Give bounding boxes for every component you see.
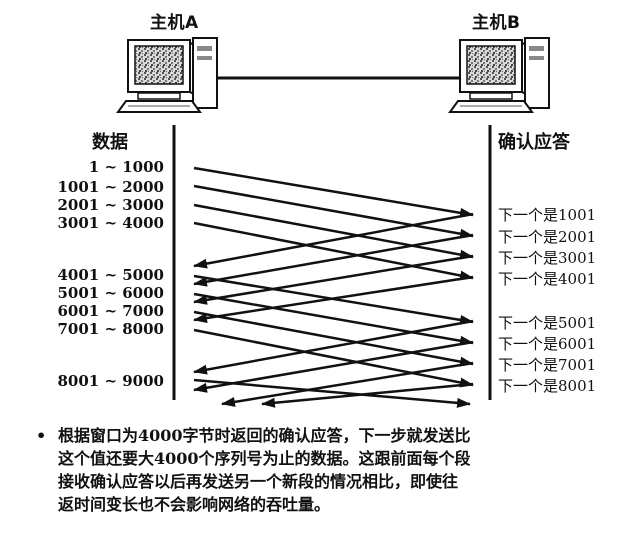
- data-segment-arrow: [193, 184, 474, 239]
- data-segment-arrow: [193, 221, 474, 281]
- ack-label: 下一个是1001: [498, 206, 597, 224]
- host-b-label: 主机B: [472, 13, 521, 33]
- ack-arrow: [193, 254, 474, 305]
- segment-label: 1 ~ 1000: [88, 158, 164, 176]
- data-segment-arrow: [193, 310, 474, 367]
- sliding-window-diagram: 主机A 主机B 数据 确认应答 1 ~ 1000 1001 ~ 2000 200…: [57, 13, 597, 408]
- ack-arrow: [193, 212, 474, 269]
- segment-label: 5001 ~ 6000: [57, 284, 164, 302]
- ack-label: 下一个是5001: [498, 314, 597, 332]
- ack-label: 下一个是3001: [498, 249, 597, 267]
- note-text: 根据窗口为4000字节时返回的确认应答，下一步就发送比 这个值还要大4000个序…: [58, 426, 471, 514]
- data-segment-arrow: [193, 292, 474, 346]
- ack-arrow: [193, 275, 474, 323]
- data-segment-arrow: [193, 378, 471, 408]
- data-column-title: 数据: [92, 132, 128, 153]
- ack-arrow: [193, 233, 474, 287]
- ack-arrows: [193, 212, 474, 408]
- ack-arrow: [221, 361, 474, 407]
- data-segment-arrow: [193, 166, 474, 218]
- ack-column-title: 确认应答: [498, 132, 570, 153]
- segment-label: 8001 ~ 9000: [57, 372, 164, 390]
- ack-label: 下一个是8001: [498, 377, 597, 395]
- explanation-note: • 根据窗口为4000字节时返回的确认应答，下一步就发送比 这个值还要大4000…: [36, 424, 596, 516]
- ack-arrow: [193, 340, 474, 393]
- data-segment-arrow: [193, 328, 474, 388]
- host-a-label: 主机A: [150, 13, 199, 33]
- ack-arrow: [193, 319, 474, 375]
- data-arrows: [193, 166, 474, 408]
- segment-label: 6001 ~ 7000: [57, 302, 164, 320]
- segment-label: 7001 ~ 8000: [57, 320, 164, 338]
- ack-label: 下一个是6001: [498, 335, 597, 353]
- ack-label: 下一个是7001: [498, 356, 597, 374]
- segment-label: 2001 ~ 3000: [57, 196, 164, 214]
- segment-label: 3001 ~ 4000: [57, 214, 164, 232]
- ack-label: 下一个是2001: [498, 228, 597, 246]
- ack-label: 下一个是4001: [498, 270, 597, 288]
- segment-label: 1001 ~ 2000: [57, 178, 164, 196]
- data-segment-arrow: [193, 203, 474, 260]
- computer-b-icon: [448, 37, 550, 113]
- ack-arrow: [261, 382, 474, 408]
- diagram-canvas: [116, 37, 550, 408]
- computer-a-icon: [116, 37, 218, 113]
- bullet-glyph: •: [36, 426, 47, 445]
- segment-label: 4001 ~ 5000: [57, 266, 164, 284]
